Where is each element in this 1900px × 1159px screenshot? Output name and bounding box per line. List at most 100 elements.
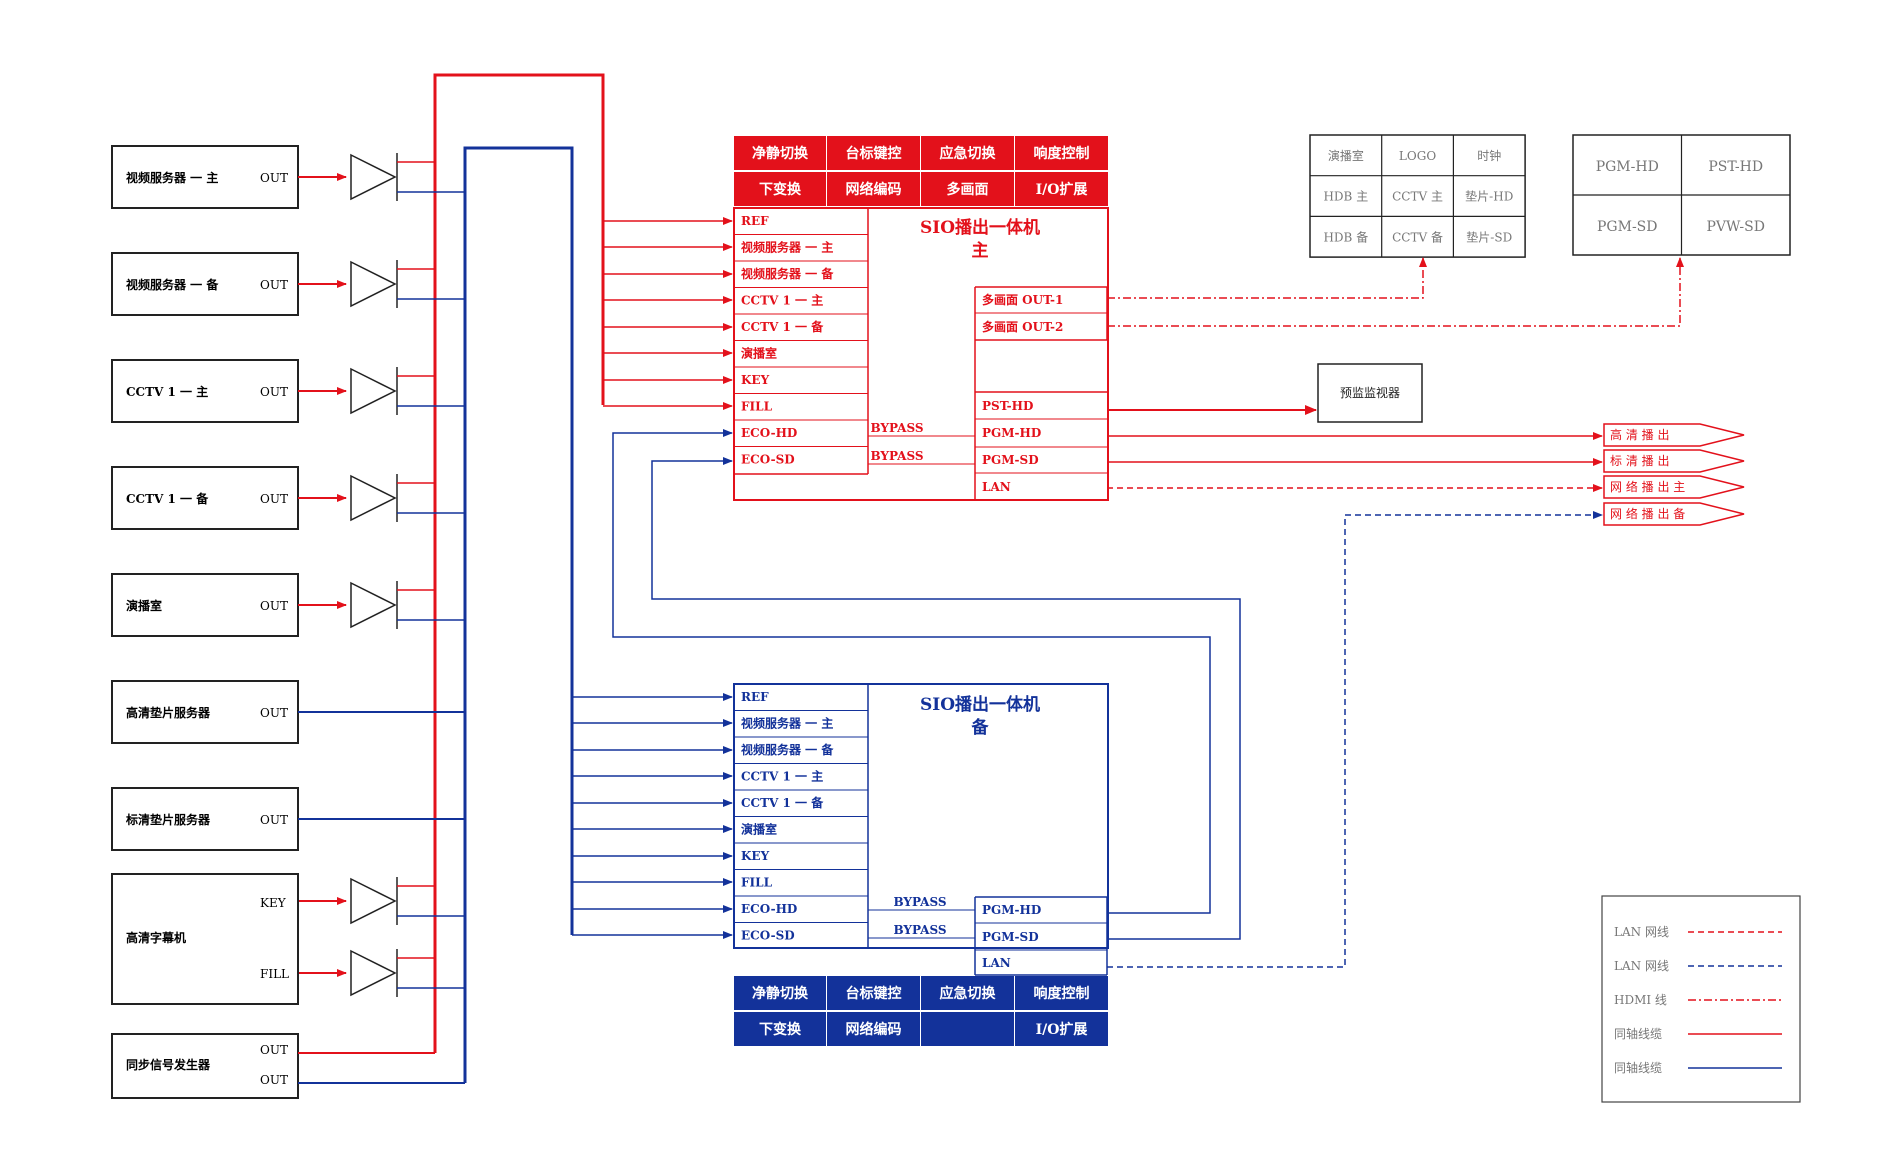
output-port-label: PGM-HD bbox=[982, 426, 1041, 440]
input-port-label: 视频服务器 一 备 bbox=[741, 742, 834, 757]
function-button-label: 净静切换 bbox=[752, 985, 809, 1002]
legend-label: LAN 网线 bbox=[1614, 925, 1669, 939]
amplifier-icon bbox=[350, 877, 397, 925]
broadcast-output-tag bbox=[1603, 502, 1745, 526]
function-button-label: 下变换 bbox=[759, 1021, 802, 1038]
function-button-label: 净静切换 bbox=[752, 145, 809, 162]
broadcast-output-label: 网 络 播 出 备 bbox=[1610, 506, 1685, 521]
broadcast-output-tag bbox=[1603, 475, 1745, 499]
function-button-label: 台标键控 bbox=[846, 985, 902, 1002]
broadcast-output-tag bbox=[1603, 449, 1745, 473]
sync-generator-label: 同步信号发生器 bbox=[126, 1057, 211, 1072]
function-button[interactable] bbox=[1015, 172, 1108, 206]
source-device: CCTV 1 一 主 OUT bbox=[111, 359, 465, 423]
preview-monitor: 预监监视器 bbox=[1317, 363, 1423, 423]
function-button-label: 多画面 bbox=[947, 181, 989, 198]
source-label: CCTV 1 一 主 bbox=[126, 384, 208, 399]
input-port-label: ECO-HD bbox=[741, 902, 797, 916]
input-port-label: REF bbox=[741, 214, 769, 228]
monitor-cell-label: PVW-SD bbox=[1707, 219, 1765, 235]
source-out-port: OUT bbox=[260, 599, 288, 613]
backup-unit-title: SIO播出一体机 bbox=[920, 694, 1040, 715]
input-port-label: ECO-SD bbox=[741, 453, 795, 467]
source-label: 视频服务器 一 主 bbox=[126, 170, 218, 185]
amplifier-icon bbox=[350, 153, 397, 201]
amplifier-icon bbox=[350, 367, 397, 415]
monitor-cell-label: 垫片-SD bbox=[1466, 229, 1512, 244]
backup-bypass-hd: BYPASS bbox=[893, 895, 946, 909]
function-button[interactable] bbox=[1015, 1012, 1108, 1046]
function-button-label: 应急切换 bbox=[940, 985, 997, 1002]
monitor-cell-label: CCTV 备 bbox=[1392, 230, 1443, 244]
output-port-label: PGM-SD bbox=[982, 930, 1039, 944]
function-button[interactable] bbox=[734, 976, 826, 1010]
backup-pgm-sd-to-main-eco-sd bbox=[651, 457, 1241, 940]
legend-label: 同轴线缆 bbox=[1614, 1026, 1662, 1041]
main-unit-title: SIO播出一体机 bbox=[920, 217, 1040, 238]
legend-label: HDMI 线 bbox=[1614, 993, 1667, 1007]
legend-label: LAN 网线 bbox=[1614, 959, 1669, 973]
input-port-label: REF bbox=[741, 690, 769, 704]
function-button[interactable] bbox=[921, 1012, 1014, 1046]
amplifier-icon bbox=[350, 581, 397, 629]
function-button[interactable] bbox=[827, 172, 920, 206]
source-out-port: OUT bbox=[260, 492, 288, 506]
sync-generator: 同步信号发生器 OUT OUT bbox=[111, 1033, 465, 1099]
input-port-label: FILL bbox=[741, 876, 773, 890]
function-button[interactable] bbox=[734, 136, 826, 170]
source-out-port: OUT bbox=[260, 385, 288, 399]
blue-trunk-bus bbox=[463, 146, 574, 1083]
monitor-cell-label: 演播室 bbox=[1328, 148, 1364, 163]
broadcast-output-label: 标 清 播 出 bbox=[1610, 454, 1669, 468]
function-button-label: 应急切换 bbox=[940, 145, 997, 162]
broadcast-output-label: 高 清 播 出 bbox=[1610, 427, 1669, 442]
function-button[interactable] bbox=[1015, 136, 1108, 170]
function-button-label: 响度控制 bbox=[1034, 985, 1090, 1002]
function-button[interactable] bbox=[921, 976, 1014, 1010]
amplifier-icon bbox=[350, 474, 397, 522]
input-port-label: KEY bbox=[741, 373, 770, 387]
input-port-label: 视频服务器 一 备 bbox=[741, 266, 834, 281]
function-button[interactable] bbox=[1015, 976, 1108, 1010]
input-port-label: CCTV 1 一 主 bbox=[741, 293, 823, 308]
function-button[interactable] bbox=[827, 1012, 920, 1046]
input-port-label: CCTV 1 一 备 bbox=[741, 319, 824, 334]
input-port-label: 视频服务器 一 主 bbox=[741, 716, 833, 731]
function-button[interactable] bbox=[734, 1012, 826, 1046]
function-button[interactable] bbox=[921, 172, 1014, 206]
caption-machine: 高清字幕机 KEY FILL bbox=[111, 873, 299, 1005]
monitor-cell-label: 时钟 bbox=[1477, 148, 1501, 163]
source-out-port: OUT bbox=[260, 706, 288, 720]
main-bypass-sd: BYPASS bbox=[870, 449, 923, 463]
input-port-label: ECO-HD bbox=[741, 426, 797, 440]
main-unit-subtitle: 主 bbox=[972, 240, 989, 261]
backup-pgm-hd-to-main-eco-hd bbox=[612, 429, 1211, 914]
function-button[interactable] bbox=[827, 976, 920, 1010]
function-button[interactable] bbox=[921, 136, 1014, 170]
function-button-label: 响度控制 bbox=[1034, 145, 1090, 162]
function-button[interactable] bbox=[827, 136, 920, 170]
output-port-label: LAN bbox=[982, 480, 1011, 494]
hdmi-line-1 bbox=[1107, 257, 1427, 299]
function-button-label: I/O扩展 bbox=[1036, 1021, 1088, 1038]
input-port-label: ECO-SD bbox=[741, 929, 795, 943]
input-port-label: 演播室 bbox=[741, 346, 777, 361]
source-device: 视频服务器 一 主 OUT bbox=[111, 145, 465, 209]
monitor-cell-label: LOGO bbox=[1399, 149, 1436, 163]
function-button[interactable] bbox=[734, 172, 826, 206]
monitor-cell-label: HDB 备 bbox=[1323, 230, 1368, 244]
preview-monitor-label: 预监监视器 bbox=[1340, 385, 1400, 400]
broadcast-output-tag bbox=[1603, 423, 1745, 447]
monitor-cell-label: CCTV 主 bbox=[1392, 190, 1443, 204]
source-out-port: OUT bbox=[260, 171, 288, 185]
output-port-label: LAN bbox=[982, 956, 1011, 970]
source-label: 视频服务器 一 备 bbox=[126, 277, 219, 292]
function-button-label: I/O扩展 bbox=[1036, 181, 1088, 198]
